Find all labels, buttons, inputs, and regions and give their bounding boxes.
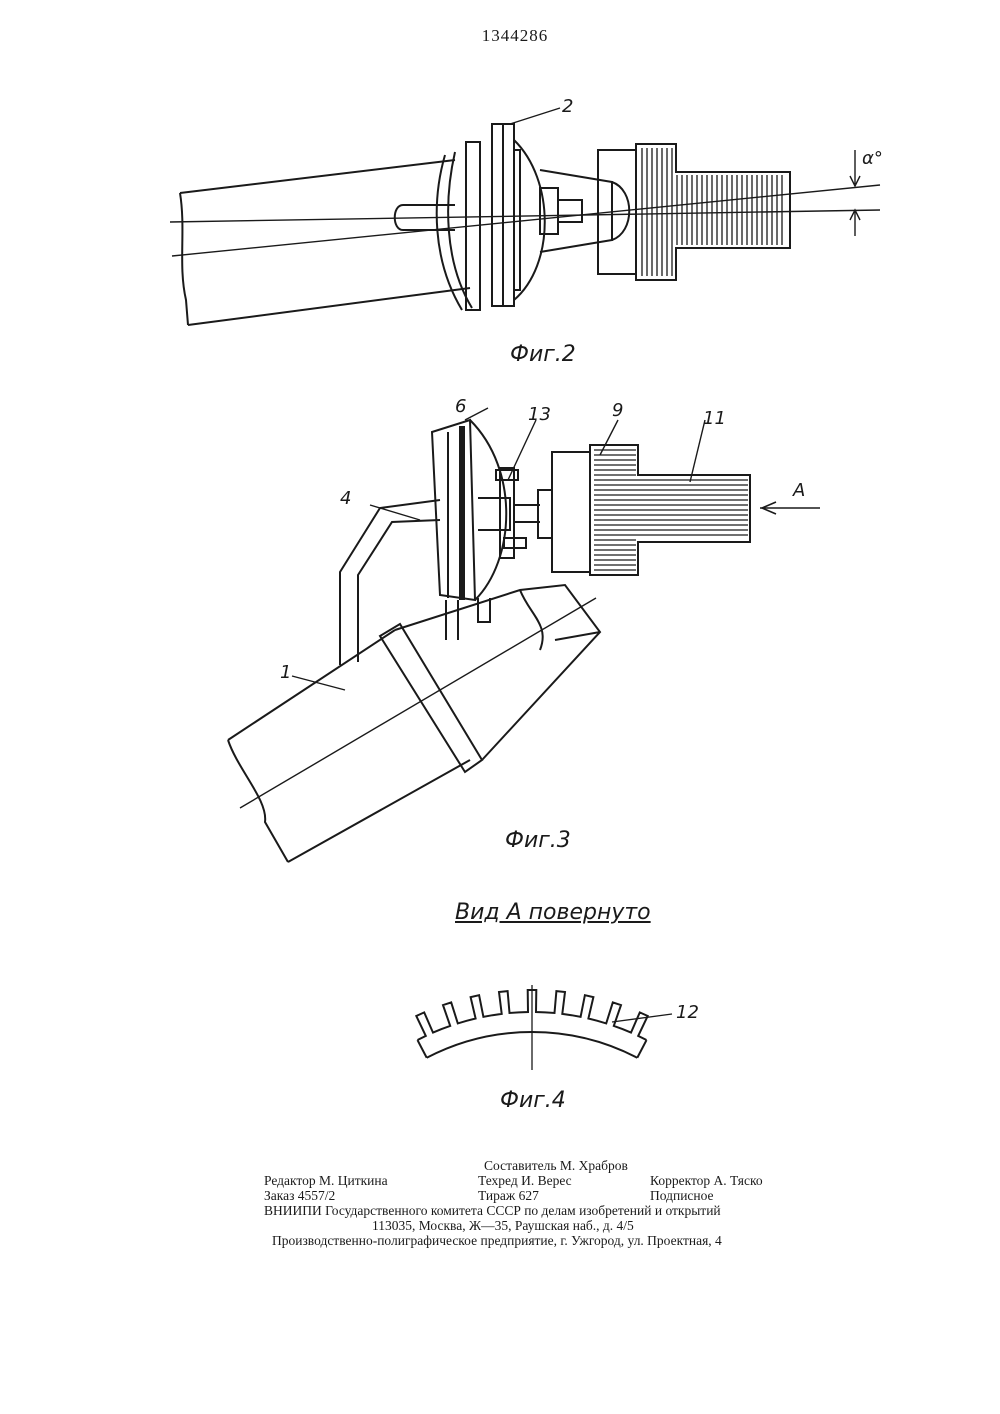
imprint-editor: Редактор М. Циткина [264, 1173, 388, 1188]
imprint-address-line: 113035, Москва, Ж—35, Раушская наб., д. … [372, 1218, 634, 1233]
fig4-label-12: 12 [676, 1002, 699, 1023]
imprint-printer-line: Производственно-полиграфическое предприя… [272, 1233, 722, 1248]
imprint-techred: Техред И. Верес [478, 1173, 572, 1188]
imprint-corrector: Корректор А. Тяско [650, 1173, 763, 1188]
imprint-org-line: ВНИИПИ Государственного комитета СССР по… [264, 1203, 721, 1218]
imprint-subscription: Подписное [650, 1188, 714, 1203]
fig4-caption: Фиг.4 [500, 1088, 566, 1113]
imprint-compiler: Составитель М. Храбров [484, 1158, 628, 1173]
imprint-circulation: Тираж 627 [478, 1188, 539, 1203]
figure-4-drawing [0, 0, 1000, 1120]
imprint-order: Заказ 4557/2 [264, 1188, 335, 1203]
